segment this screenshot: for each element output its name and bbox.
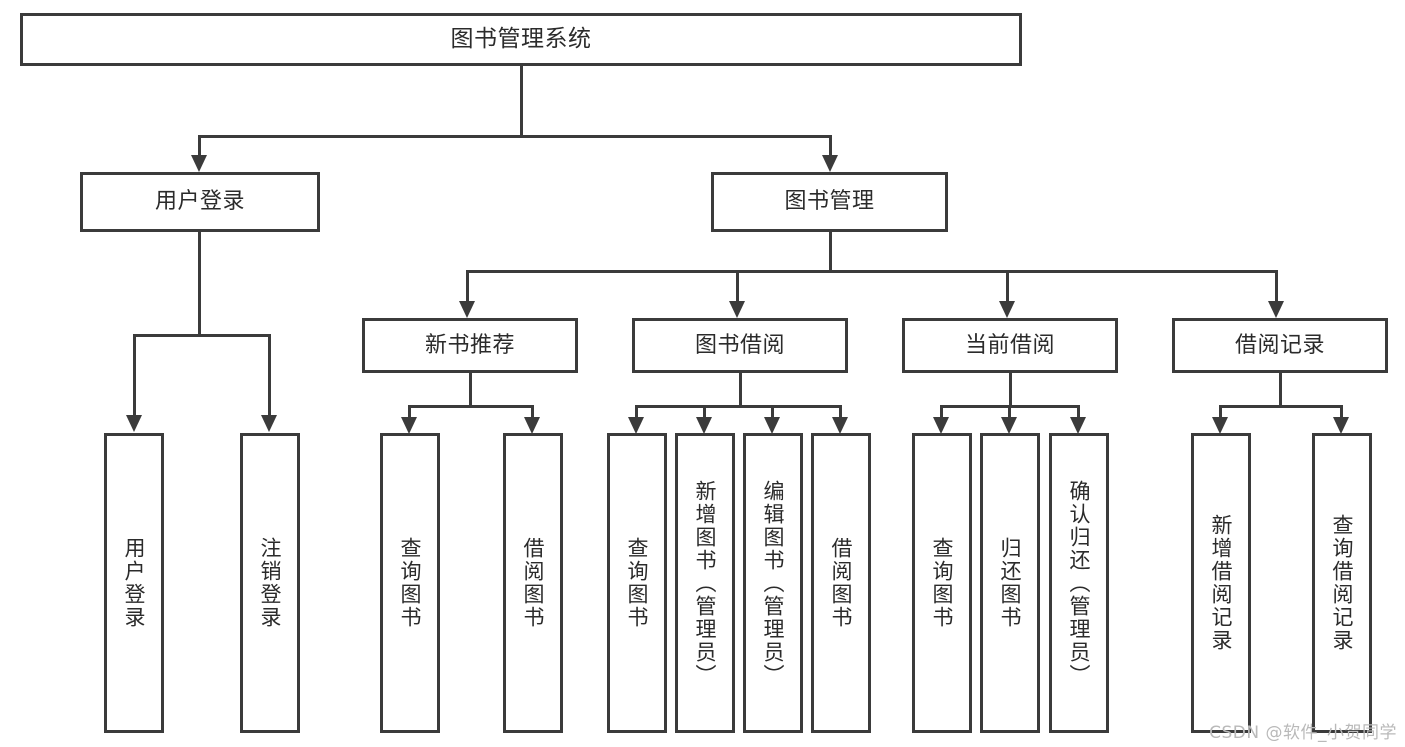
- connector-to-book-borrow: [736, 270, 739, 302]
- connector-borrow-record-stem: [1279, 373, 1282, 406]
- node-label: 新增借阅记录: [1209, 514, 1234, 652]
- connector-level3-bar: [466, 270, 1278, 273]
- arrowhead-to-borrow-record: [1268, 301, 1284, 318]
- leaf-borrow-book-1[interactable]: 借阅图书: [503, 433, 563, 733]
- node-book-borrow[interactable]: 图书借阅: [632, 318, 848, 373]
- node-borrow-record[interactable]: 借阅记录: [1172, 318, 1388, 373]
- connector-to-borrow-record: [1275, 270, 1278, 302]
- arrowhead-leaf-add-record: [1212, 417, 1228, 434]
- connector-to-current-borrow: [1006, 270, 1009, 302]
- connector-book-borrow-drop-2: [703, 405, 706, 418]
- node-new-book-rec[interactable]: 新书推荐: [362, 318, 578, 373]
- connector-book-borrow-drop-4: [839, 405, 842, 418]
- connector-to-user-login: [198, 135, 201, 156]
- connector-current-borrow-stem: [1009, 373, 1012, 406]
- arrowhead-to-book-borrow: [729, 301, 745, 318]
- node-root-system[interactable]: 图书管理系统: [20, 13, 1022, 66]
- connector-new-book-rec-bar: [408, 405, 534, 408]
- arrowhead-leaf-confirm-return: [1070, 417, 1086, 434]
- node-user-login[interactable]: 用户登录: [80, 172, 320, 232]
- leaf-return-book[interactable]: 归还图书: [980, 433, 1040, 733]
- arrowhead-leaf-query-record: [1333, 417, 1349, 434]
- connector-current-borrow-drop-2: [1008, 405, 1011, 418]
- connector-borrow-record-drop-2: [1340, 405, 1343, 418]
- connector-to-book-manage: [829, 135, 832, 156]
- leaf-query-record[interactable]: 查询借阅记录: [1312, 433, 1372, 733]
- arrowhead-to-current-borrow: [999, 301, 1015, 318]
- connector-new-book-rec-drop-1: [408, 405, 411, 418]
- arrowhead-leaf-borrow-book-1: [524, 417, 540, 434]
- node-label: 注销登录: [258, 537, 283, 629]
- leaf-query-book-3[interactable]: 查询图书: [912, 433, 972, 733]
- node-current-borrow[interactable]: 当前借阅: [902, 318, 1118, 373]
- node-label: 查询图书: [398, 537, 423, 629]
- arrowhead-leaf-logout: [261, 415, 277, 432]
- node-label: 图书管理系统: [450, 26, 592, 53]
- node-label: 新书推荐: [424, 332, 515, 358]
- node-label: 归还图书: [998, 537, 1023, 629]
- node-label: 借阅记录: [1234, 332, 1325, 358]
- node-label: 编辑图书（管理员）: [761, 479, 786, 687]
- connector-current-borrow-drop-3: [1077, 405, 1080, 418]
- node-label: 用户登录: [122, 537, 147, 629]
- leaf-add-book[interactable]: 新增图书（管理员）: [675, 433, 735, 733]
- leaf-logout[interactable]: 注销登录: [240, 433, 300, 733]
- connector-level2-bar: [198, 135, 832, 138]
- arrowhead-leaf-query-book-1: [401, 417, 417, 434]
- arrowhead-to-user-login: [191, 155, 207, 172]
- node-label: 借阅图书: [521, 537, 546, 629]
- connector-book-borrow-drop-1: [635, 405, 638, 418]
- leaf-borrow-book-2[interactable]: 借阅图书: [811, 433, 871, 733]
- node-label: 新增图书（管理员）: [693, 479, 718, 687]
- connector-current-borrow-drop-1: [940, 405, 943, 418]
- node-label: 查询借阅记录: [1330, 514, 1355, 652]
- connector-to-new-book-rec: [466, 270, 469, 302]
- node-label: 图书借阅: [694, 332, 785, 358]
- arrowhead-leaf-add-book: [696, 417, 712, 434]
- leaf-query-book-2[interactable]: 查询图书: [607, 433, 667, 733]
- connector-book-borrow-stem: [739, 373, 742, 406]
- node-label: 确认归还（管理员）: [1067, 479, 1092, 687]
- connector-borrow-record-bar: [1219, 405, 1343, 408]
- leaf-edit-book[interactable]: 编辑图书（管理员）: [743, 433, 803, 733]
- arrowhead-to-new-book-rec: [459, 301, 475, 318]
- connector-book-manage-stem: [829, 232, 832, 271]
- arrowhead-leaf-edit-book: [764, 417, 780, 434]
- connector-user-login-stem: [198, 232, 201, 334]
- connector-borrow-record-drop-1: [1219, 405, 1222, 418]
- arrowhead-leaf-user-login: [126, 415, 142, 432]
- node-label: 查询图书: [625, 537, 650, 629]
- connector-user-login-bar: [133, 334, 271, 337]
- node-label: 图书管理: [784, 189, 875, 215]
- node-label: 当前借阅: [964, 332, 1055, 358]
- arrowhead-leaf-query-book-3: [933, 417, 949, 434]
- node-book-manage[interactable]: 图书管理: [711, 172, 948, 232]
- arrowhead-leaf-query-book-2: [628, 417, 644, 434]
- connector-root-stem: [520, 66, 523, 135]
- connector-new-book-rec-drop-2: [531, 405, 534, 418]
- leaf-add-record[interactable]: 新增借阅记录: [1191, 433, 1251, 733]
- node-label: 用户登录: [154, 189, 245, 215]
- arrowhead-leaf-borrow-book-2: [832, 417, 848, 434]
- connector-book-borrow-bar: [635, 405, 839, 408]
- leaf-user-login[interactable]: 用户登录: [104, 433, 164, 733]
- leaf-confirm-return[interactable]: 确认归还（管理员）: [1049, 433, 1109, 733]
- connector-user-login-drop-2: [268, 334, 271, 416]
- connector-book-borrow-drop-3: [771, 405, 774, 418]
- arrowhead-leaf-return-book: [1001, 417, 1017, 434]
- node-label: 查询图书: [930, 537, 955, 629]
- connector-new-book-rec-stem: [469, 373, 472, 406]
- leaf-query-book-1[interactable]: 查询图书: [380, 433, 440, 733]
- connector-user-login-drop-1: [133, 334, 136, 416]
- node-label: 借阅图书: [829, 537, 854, 629]
- watermark-text: CSDN @软件_小贺同学: [1209, 723, 1397, 743]
- arrowhead-to-book-manage: [822, 155, 838, 172]
